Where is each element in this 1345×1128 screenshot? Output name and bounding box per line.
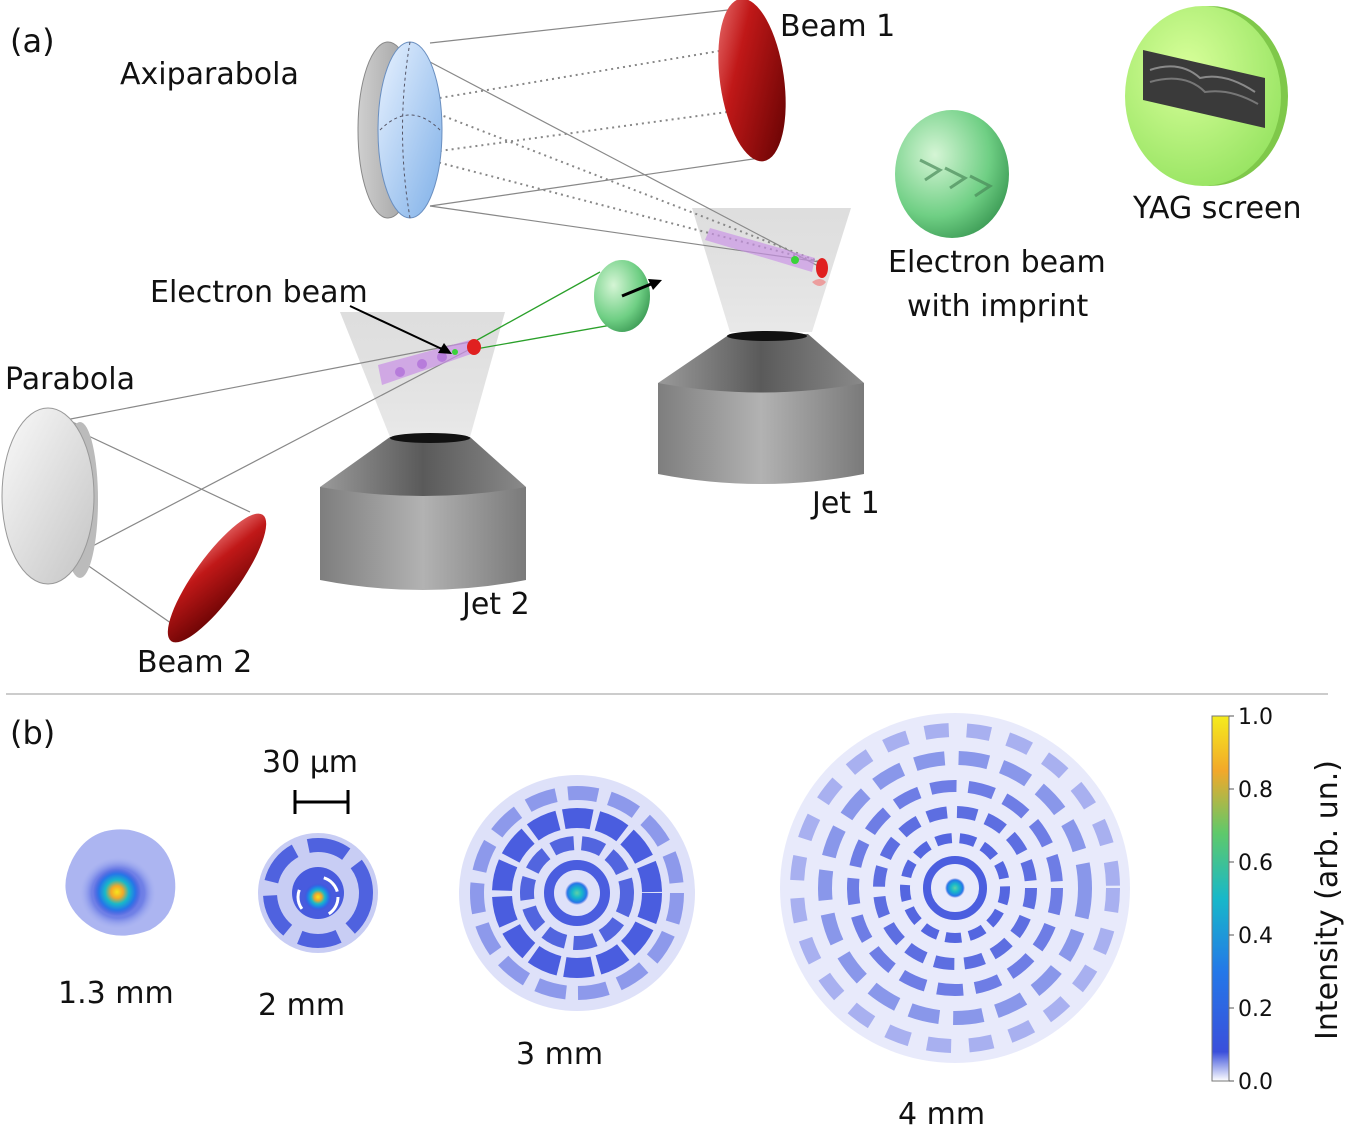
beam-lines — [54, 9, 823, 629]
yag-imprint — [1143, 50, 1265, 128]
colorbar-gradient — [1211, 715, 1230, 1082]
jet-1 — [658, 208, 864, 484]
profile-2mm — [258, 833, 378, 953]
panel-b: (b) 1.3 mm 30 μm 2 mm — [10, 705, 1345, 1128]
nozzle-cone-jet-1 — [658, 334, 864, 393]
panel-a-label: (a) — [10, 22, 55, 60]
nozzle-opening-jet-2 — [390, 433, 470, 443]
yag-screen — [1125, 6, 1288, 186]
parabola-label: Parabola — [5, 362, 135, 397]
colorbar-tick-label: 0.4 — [1238, 924, 1273, 949]
colorbar-label: Intensity (arb. un.) — [1310, 760, 1345, 1040]
electron-beam-label: Electron beam — [150, 275, 368, 310]
electron-beam-arrow — [349, 305, 445, 351]
profile-label-1-3mm: 1.3 mm — [58, 976, 174, 1011]
colorbar-tick-label: 0.6 — [1238, 851, 1273, 876]
colorbar-tick-label: 0.0 — [1238, 1070, 1273, 1095]
parabola-mirror — [1, 407, 98, 585]
beam-1-pulse — [718, 0, 786, 162]
electron-beam-with-imprint — [895, 110, 1009, 238]
yag-screen-label: YAG screen — [1132, 191, 1302, 226]
electron-beam-imprint-label-line1: Electron beam — [888, 245, 1106, 280]
plasma-jet-1 — [705, 228, 828, 286]
jet-1-label: Jet 1 — [810, 486, 880, 521]
axiparabola-mirror — [357, 41, 443, 219]
electron-beam-imprint-label-line2: with imprint — [907, 289, 1088, 324]
nozzle-cylinder-jet-1 — [658, 383, 864, 484]
profile-label-2mm: 2 mm — [258, 988, 345, 1023]
beam-2-label: Beam 2 — [137, 645, 252, 680]
beam-2-pulse — [167, 513, 267, 643]
nozzle-cone-jet-2 — [320, 437, 526, 496]
colorbar-tick-label: 0.2 — [1238, 997, 1273, 1022]
profile-3mm — [459, 775, 695, 1011]
profile-label-4mm: 4 mm — [898, 1097, 985, 1128]
scale-bar — [293, 790, 350, 814]
nozzle-opening-jet-1 — [727, 331, 807, 341]
beam-lines-dotted — [409, 49, 821, 263]
colorbar-tick-label: 1.0 — [1238, 705, 1273, 730]
axiparabola-label: Axiparabola — [120, 57, 299, 92]
colorbar-tick-label: 0.8 — [1238, 778, 1273, 803]
colorbar: 1.0 0.8 0.6 0.4 0.2 0.0 Intensity (arb. un.) — [1211, 705, 1345, 1095]
panel-b-label: (b) — [10, 714, 55, 752]
arrow-head-icon — [438, 343, 452, 354]
panel-a: (a) — [1, 0, 1302, 680]
jet-2-label: Jet 2 — [460, 587, 530, 622]
profile-1-3mm — [65, 829, 176, 936]
nozzle-cylinder-jet-2 — [320, 487, 526, 590]
profile-4mm — [780, 713, 1130, 1063]
colorbar-ticks: 1.0 0.8 0.6 0.4 0.2 0.0 — [1229, 705, 1273, 1095]
beam-1-label: Beam 1 — [780, 9, 895, 44]
scale-bar-label: 30 μm — [262, 745, 358, 780]
profile-label-3mm: 3 mm — [516, 1037, 603, 1072]
electron-beam-path — [469, 260, 662, 351]
